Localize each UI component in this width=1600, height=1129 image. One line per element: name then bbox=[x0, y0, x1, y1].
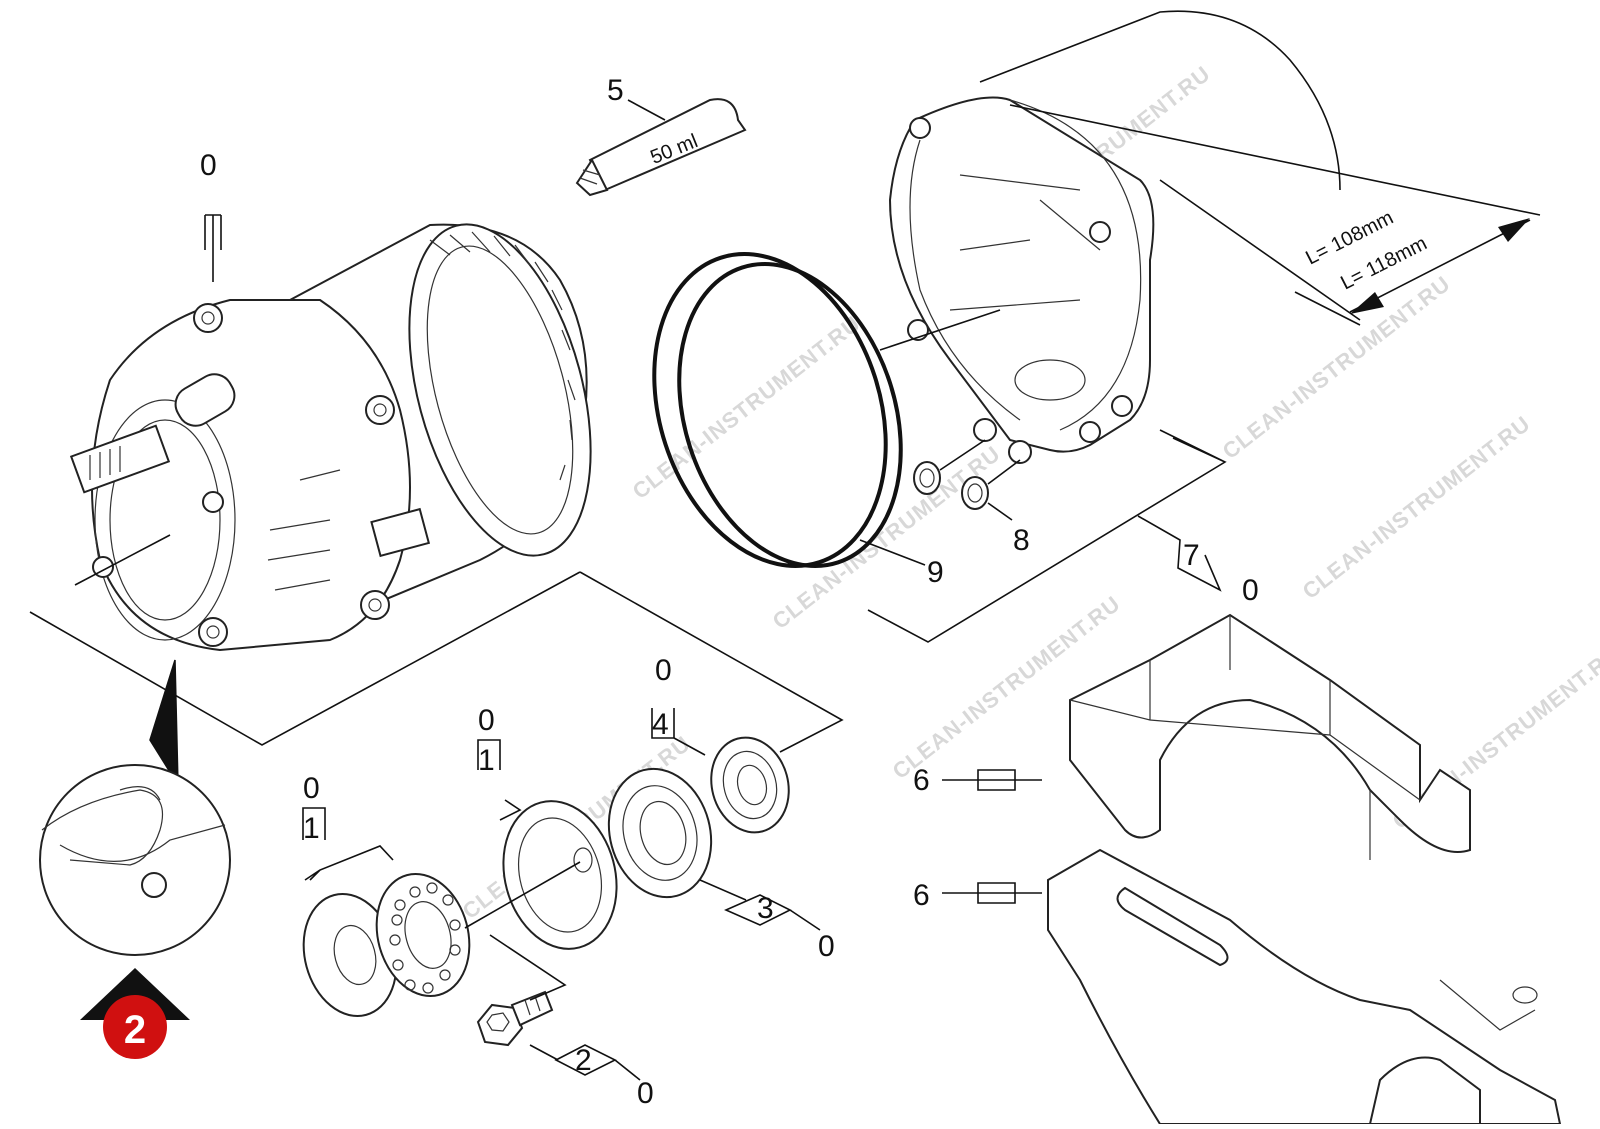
callout-6-bottom: 6 bbox=[913, 879, 930, 912]
hex-bolt bbox=[476, 934, 567, 1047]
callout-8: 8 bbox=[1013, 524, 1030, 557]
callout-0-d: 0 bbox=[1242, 574, 1259, 607]
callout-1-b: 1 bbox=[478, 744, 495, 777]
cylinder-outline bbox=[979, 10, 1341, 191]
leader-6-top bbox=[942, 769, 1042, 791]
leader-8 bbox=[987, 502, 1013, 521]
motor-callout-bracket bbox=[204, 214, 222, 282]
watermark-text: CLEAN-INSTRUMENT.RU bbox=[768, 441, 1005, 634]
detail-inset bbox=[39, 659, 231, 956]
callout-0-b: 0 bbox=[478, 704, 495, 737]
callout-0-a: 0 bbox=[303, 772, 320, 805]
motor-housing bbox=[69, 223, 592, 652]
callout-0-motor: 0 bbox=[200, 149, 217, 182]
watermark-text: CLEAN-INSTRUMENT.RU bbox=[1218, 271, 1455, 464]
callout-3: 3 bbox=[757, 892, 774, 925]
callout-7: 7 bbox=[1183, 539, 1200, 572]
bracket-2 bbox=[529, 1044, 641, 1081]
o-ring-large bbox=[652, 252, 903, 568]
shaft-seal bbox=[710, 736, 790, 834]
callout-0-e: 0 bbox=[818, 930, 835, 963]
callout-0-c: 0 bbox=[655, 654, 672, 687]
bearing-cup bbox=[464, 800, 618, 950]
leader-6-bottom bbox=[942, 882, 1042, 904]
bracket-4 bbox=[651, 708, 706, 756]
callout-2: 2 bbox=[575, 1044, 592, 1077]
callout-5: 5 bbox=[607, 74, 624, 107]
callout-9: 9 bbox=[927, 556, 944, 589]
watermark-text: CLEAN-INSTRUMENT.RU bbox=[628, 311, 865, 504]
mounting-clamp-upper bbox=[1069, 613, 1471, 860]
mounting-clamp-lower bbox=[1047, 848, 1562, 1125]
assembly-frame-left bbox=[29, 571, 844, 753]
detail-marker-label: 2 bbox=[124, 1008, 146, 1052]
bracket-7 bbox=[1137, 515, 1222, 592]
ball-bearing bbox=[607, 767, 713, 899]
callout-4: 4 bbox=[652, 708, 669, 741]
leader-5 bbox=[627, 99, 666, 121]
callout-0-f: 0 bbox=[637, 1077, 654, 1110]
thrust-bearing bbox=[375, 872, 471, 998]
grease-tube: 50 ml bbox=[575, 98, 747, 197]
watermark-text: CLEAN-INSTRUMENT.RU bbox=[1298, 411, 1535, 604]
leader-9 bbox=[859, 539, 926, 566]
rear-housing bbox=[879, 96, 1155, 464]
seal-rings bbox=[913, 439, 1021, 510]
callout-6-top: 6 bbox=[913, 764, 930, 797]
bracket-1-left bbox=[302, 807, 394, 881]
thrust-washer bbox=[302, 892, 398, 1018]
bracket-1-middle bbox=[477, 739, 522, 821]
bracket-3 bbox=[699, 879, 821, 931]
assembly-frame-right bbox=[867, 429, 1227, 643]
callout-1-a: 1 bbox=[303, 812, 320, 845]
detail-marker-2: 2 bbox=[80, 968, 190, 1059]
